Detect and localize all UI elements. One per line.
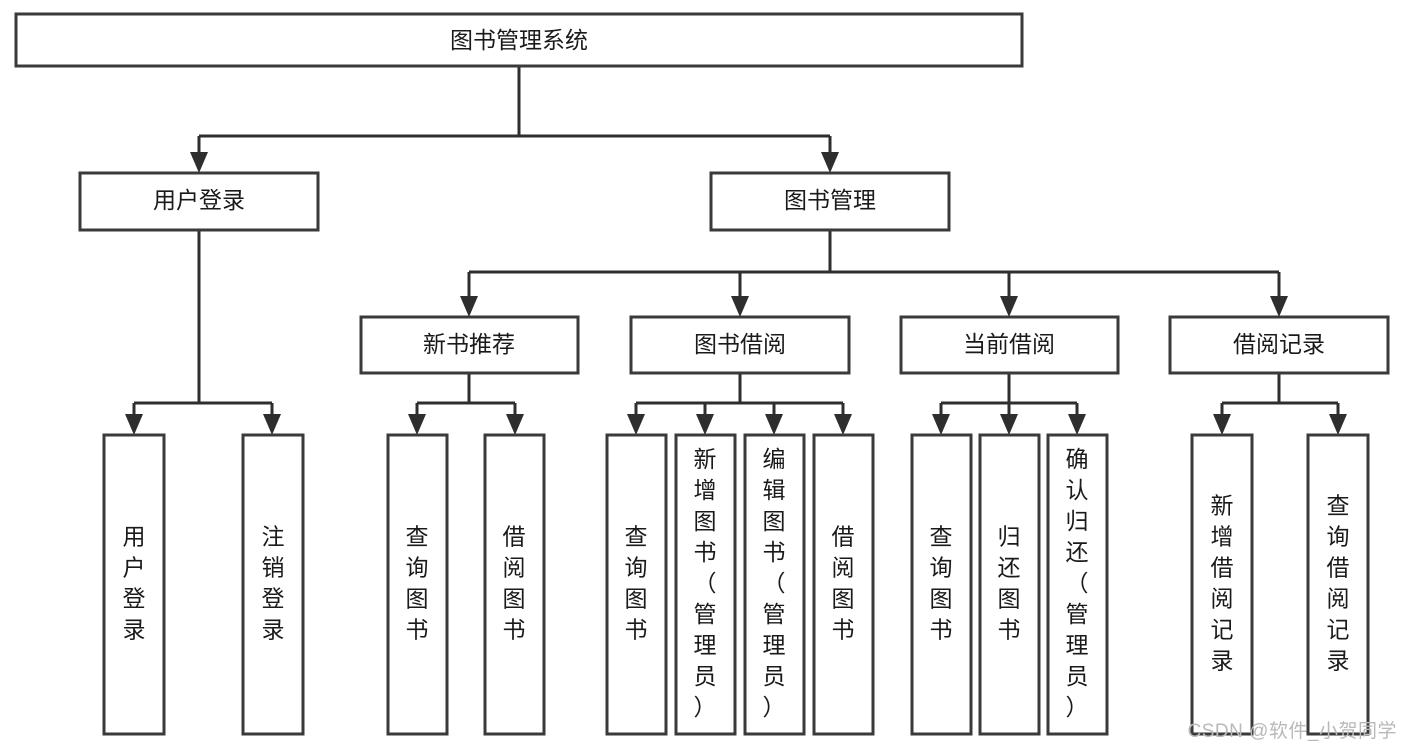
node-leaf-borrow-book-1[interactable]: 借阅图书 (483, 433, 546, 736)
node-leaf-query-book-2-label: 查询图书 (625, 524, 648, 643)
node-user-login[interactable]: 用户登录 (78, 171, 320, 232)
node-leaf-edit-book[interactable]: 编辑图书（管理员） (743, 433, 806, 736)
node-book-borrow-box[interactable] (629, 315, 851, 375)
arrow-head-leaf-add-record (1213, 414, 1231, 435)
node-leaf-confirm-return-label: 确认归还（管理员） (1066, 446, 1089, 720)
node-leaf-confirm-return[interactable]: 确认归还（管理员） (1046, 433, 1109, 736)
connector-user-login-to-leaves (132, 230, 274, 420)
arrow-head-leaf-query-record (1329, 414, 1347, 435)
node-leaf-add-record-box[interactable] (1190, 433, 1254, 736)
node-leaf-logout-login-label: 注销登录 (262, 524, 285, 643)
connector-book-borrow-to-leaves (634, 373, 845, 420)
node-leaf-query-book-3[interactable]: 查询图书 (910, 433, 973, 736)
node-borrow-record[interactable]: 借阅记录 (1168, 315, 1390, 375)
arrow-head-leaf-logout-login (263, 414, 281, 435)
node-leaf-add-book-box[interactable] (674, 433, 737, 736)
connector-group-book-manage (460, 230, 1288, 317)
arrow-head-leaf-query-book-3 (932, 414, 950, 435)
connector-new-book-recommend-to-leaves (415, 373, 517, 420)
arrow-head-leaf-edit-book (765, 414, 783, 435)
node-leaf-user-login-box[interactable] (102, 433, 166, 736)
node-leaf-confirm-return-box[interactable] (1046, 433, 1109, 736)
node-leaf-edit-book-box[interactable] (743, 433, 806, 736)
node-current-borrow-box[interactable] (899, 315, 1120, 375)
node-leaf-query-book-3-label: 查询图书 (930, 524, 953, 643)
node-leaf-query-book-2-box[interactable] (605, 433, 668, 736)
node-leaf-return-book-label: 归还图书 (998, 524, 1021, 643)
node-book-borrow[interactable]: 图书借阅 (629, 315, 851, 375)
node-book-manage-label: 图书管理 (784, 187, 876, 213)
node-leaf-add-book-label: 新增图书（管理员） (694, 446, 717, 720)
node-leaf-borrow-book-1-box[interactable] (483, 433, 546, 736)
node-leaf-query-record[interactable]: 查询借阅记录 (1306, 433, 1370, 736)
node-root[interactable]: 图书管理系统 (14, 12, 1024, 68)
csdn-watermark: CSDN @软件_小贺同学 (1187, 721, 1397, 742)
node-user-login-label: 用户登录 (153, 187, 245, 213)
node-leaf-query-book-1-box[interactable] (386, 433, 449, 736)
arrow-head-leaf-query-book-1 (408, 414, 426, 435)
node-leaf-borrow-book-1-label: 借阅图书 (503, 524, 526, 643)
node-leaf-borrow-book-2[interactable]: 借阅图书 (812, 433, 875, 736)
node-leaf-return-book-box[interactable] (978, 433, 1041, 736)
node-new-book-recommend-box[interactable] (359, 315, 580, 375)
arrow-head-leaf-user-login (125, 414, 143, 435)
node-new-book-recommend-label: 新书推荐 (423, 331, 515, 357)
node-leaf-add-book[interactable]: 新增图书（管理员） (674, 433, 737, 736)
node-leaf-logout-login-box[interactable] (241, 433, 305, 736)
node-leaf-query-book-1[interactable]: 查询图书 (386, 433, 449, 736)
node-root-label: 图书管理系统 (450, 27, 588, 53)
arrow-head-leaf-confirm-return (1068, 414, 1086, 435)
arrow-head-leaf-query-book-2 (627, 414, 645, 435)
arrow-head-leaf-add-book (696, 414, 714, 435)
node-leaf-borrow-book-2-box[interactable] (812, 433, 875, 736)
node-leaf-return-book[interactable]: 归还图书 (978, 433, 1041, 736)
connector-group-root (190, 66, 839, 173)
node-borrow-record-label: 借阅记录 (1233, 331, 1325, 357)
node-leaf-query-record-label: 查询借阅记录 (1327, 493, 1350, 674)
node-leaf-user-login[interactable]: 用户登录 (102, 433, 166, 736)
node-leaf-add-record-label: 新增借阅记录 (1211, 493, 1234, 674)
arrow-head-leaf-borrow-book-2 (834, 414, 852, 435)
connector-group-borrow-record (1213, 373, 1347, 435)
connector-group-new-book-recommend (408, 373, 524, 435)
node-leaf-user-login-label: 用户登录 (123, 524, 146, 643)
node-leaf-query-book-3-box[interactable] (910, 433, 973, 736)
connector-borrow-record-to-leaves (1220, 373, 1340, 420)
arrow-head-leaf-borrow-book-1 (506, 414, 524, 435)
node-leaf-edit-book-label: 编辑图书（管理员） (763, 446, 786, 720)
node-book-manage[interactable]: 图书管理 (709, 171, 951, 232)
arrow-head-book-borrow (731, 296, 749, 317)
node-leaf-query-record-box[interactable] (1306, 433, 1370, 736)
node-leaf-logout-login[interactable]: 注销登录 (241, 433, 305, 736)
node-new-book-recommend[interactable]: 新书推荐 (359, 315, 580, 375)
arrow-head-book-manage (821, 152, 839, 173)
arrow-head-borrow-record (1270, 296, 1288, 317)
node-borrow-record-box[interactable] (1168, 315, 1390, 375)
node-leaf-query-book-1-label: 查询图书 (406, 524, 429, 643)
node-current-borrow[interactable]: 当前借阅 (899, 315, 1120, 375)
arrow-head-leaf-return-book (1000, 414, 1018, 435)
connector-book-manage-to-level3 (467, 230, 1281, 302)
node-current-borrow-label: 当前借阅 (963, 331, 1055, 357)
connector-group-book-borrow (627, 373, 852, 435)
node-leaf-add-record[interactable]: 新增借阅记录 (1190, 433, 1254, 736)
arrow-head-new-book-recommend (460, 296, 478, 317)
connector-current-borrow-to-leaves (939, 373, 1079, 420)
node-book-manage-box[interactable] (709, 171, 951, 232)
node-leaf-query-book-2[interactable]: 查询图书 (605, 433, 668, 736)
arrow-head-user-login (190, 152, 208, 173)
node-book-borrow-label: 图书借阅 (694, 331, 786, 357)
node-user-login-box[interactable] (78, 171, 320, 232)
connector-group-current-borrow (932, 373, 1086, 435)
connector-root-to-level2 (197, 66, 832, 158)
arrow-head-current-borrow (1000, 296, 1018, 317)
node-root-box[interactable] (14, 12, 1024, 68)
connector-group-user-login (125, 230, 281, 435)
node-leaf-borrow-book-2-label: 借阅图书 (832, 524, 855, 643)
